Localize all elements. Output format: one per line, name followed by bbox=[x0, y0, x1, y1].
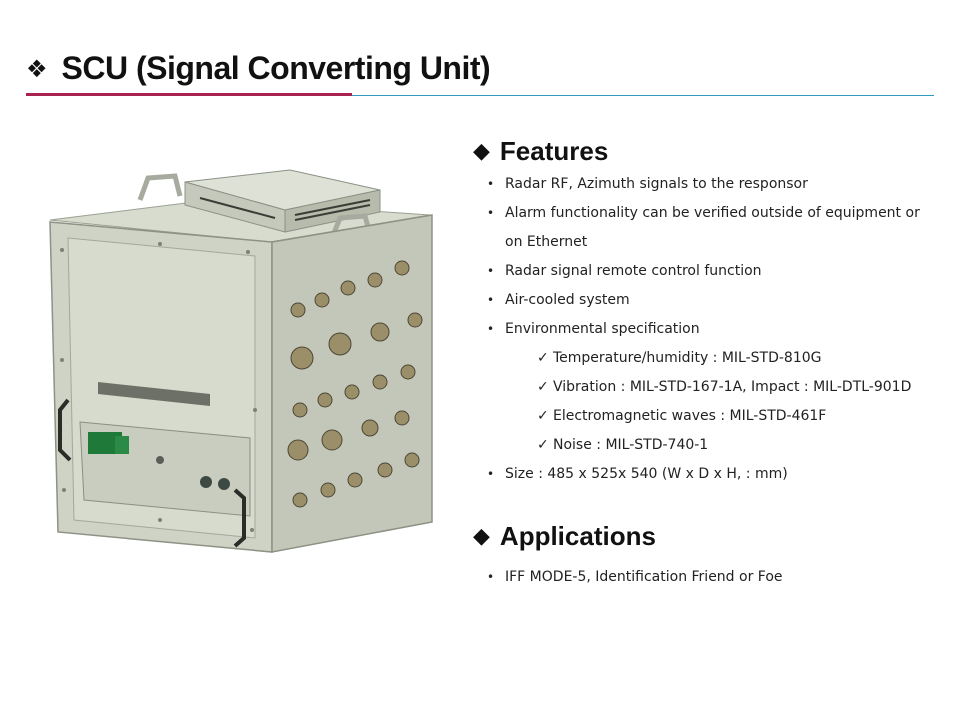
check-icon: ✓ bbox=[537, 408, 549, 424]
bullet-icon: • bbox=[487, 467, 495, 481]
applications-heading: ◆ Applications bbox=[473, 521, 656, 551]
bullet-icon: • bbox=[487, 322, 495, 336]
title-underline-blue bbox=[352, 95, 934, 96]
features-list: •Radar RF, Azimuth signals to the respon… bbox=[485, 170, 920, 489]
slide-title: ❖ SCU (Signal Converting Unit) bbox=[26, 50, 491, 87]
list-item: •Size : 485 x 525x 540 (W x D x H, : mm) bbox=[485, 460, 920, 489]
four-diamond-icon: ❖ bbox=[26, 54, 48, 83]
sub-list-item: ✓Noise : MIL-STD-740-1 bbox=[485, 431, 920, 460]
diamond-bullet-icon: ◆ bbox=[473, 523, 490, 549]
list-item-continuation: on Ethernet bbox=[505, 234, 588, 250]
bullet-icon: • bbox=[487, 177, 495, 191]
check-icon: ✓ bbox=[537, 350, 549, 366]
features-heading: ◆ Features bbox=[473, 136, 609, 166]
list-item: •Alarm functionality can be verified out… bbox=[485, 199, 920, 228]
applications-list: •IFF MODE-5, Identification Friend or Fo… bbox=[485, 563, 783, 592]
bullet-icon: • bbox=[487, 570, 495, 584]
bullet-icon: • bbox=[487, 206, 495, 220]
list-item: •Air-cooled system bbox=[485, 286, 920, 315]
check-icon: ✓ bbox=[537, 437, 549, 453]
page-title: SCU (Signal Converting Unit) bbox=[61, 50, 491, 86]
sub-list-item: ✓Temperature/humidity : MIL-STD-810G bbox=[485, 344, 920, 373]
sub-list-item: ✓Electromagnetic waves : MIL-STD-461F bbox=[485, 402, 920, 431]
list-item: •IFF MODE-5, Identification Friend or Fo… bbox=[485, 563, 783, 592]
check-icon: ✓ bbox=[537, 379, 549, 395]
list-item: •Radar signal remote control function bbox=[485, 257, 920, 286]
title-underline-red bbox=[26, 93, 352, 96]
bullet-icon: • bbox=[487, 293, 495, 307]
list-item: •Environmental specification bbox=[485, 315, 920, 344]
bullet-icon: • bbox=[487, 264, 495, 278]
scu-unit-photo bbox=[49, 169, 433, 553]
sub-list-item: ✓Vibration : MIL-STD-167-1A, Impact : MI… bbox=[485, 373, 920, 402]
list-item: •Radar RF, Azimuth signals to the respon… bbox=[485, 170, 920, 199]
diamond-bullet-icon: ◆ bbox=[473, 138, 490, 164]
